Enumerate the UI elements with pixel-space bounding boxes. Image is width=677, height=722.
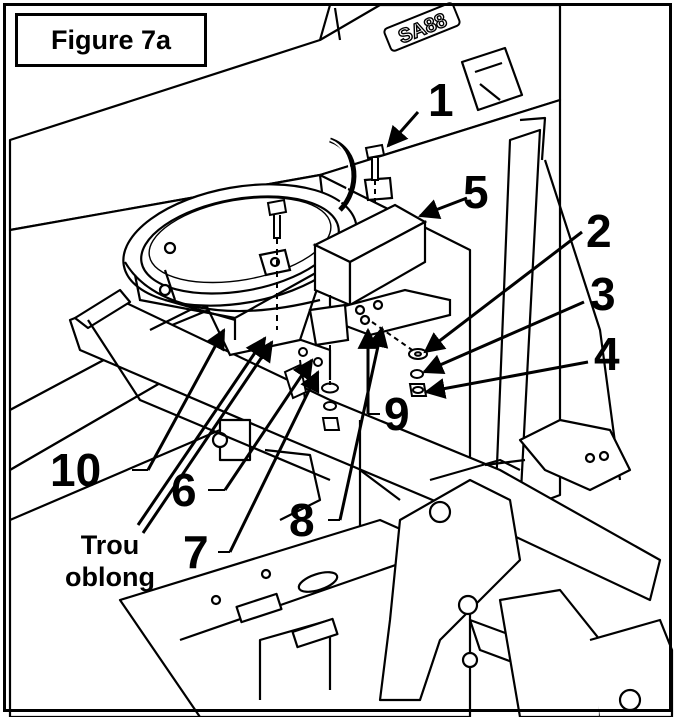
callout-5: 5: [463, 166, 489, 218]
callout-1: 1: [428, 74, 454, 126]
callout-leaders: [132, 111, 589, 553]
annotation-line-2: oblong: [65, 562, 155, 592]
cover-bracket: [308, 203, 452, 347]
callout-8: 8: [289, 494, 315, 546]
callout-7: 7: [183, 526, 209, 578]
callout-6: 6: [171, 464, 197, 516]
callout-3: 3: [590, 268, 616, 320]
machine-body: [8, 3, 674, 719]
callout-4: 4: [594, 328, 620, 380]
figure-title: Figure 7a: [15, 13, 207, 67]
callout-10: 10: [50, 444, 101, 496]
bolt-parts: [266, 143, 386, 330]
callout-2: 2: [586, 205, 612, 257]
callout-9: 9: [384, 388, 410, 440]
slot-annotation: Trou oblong: [65, 530, 155, 592]
annotation-line-1: Trou: [81, 530, 140, 560]
callout-numbers: 1 2 3 4 5 6 7 8 9 10: [50, 74, 620, 578]
